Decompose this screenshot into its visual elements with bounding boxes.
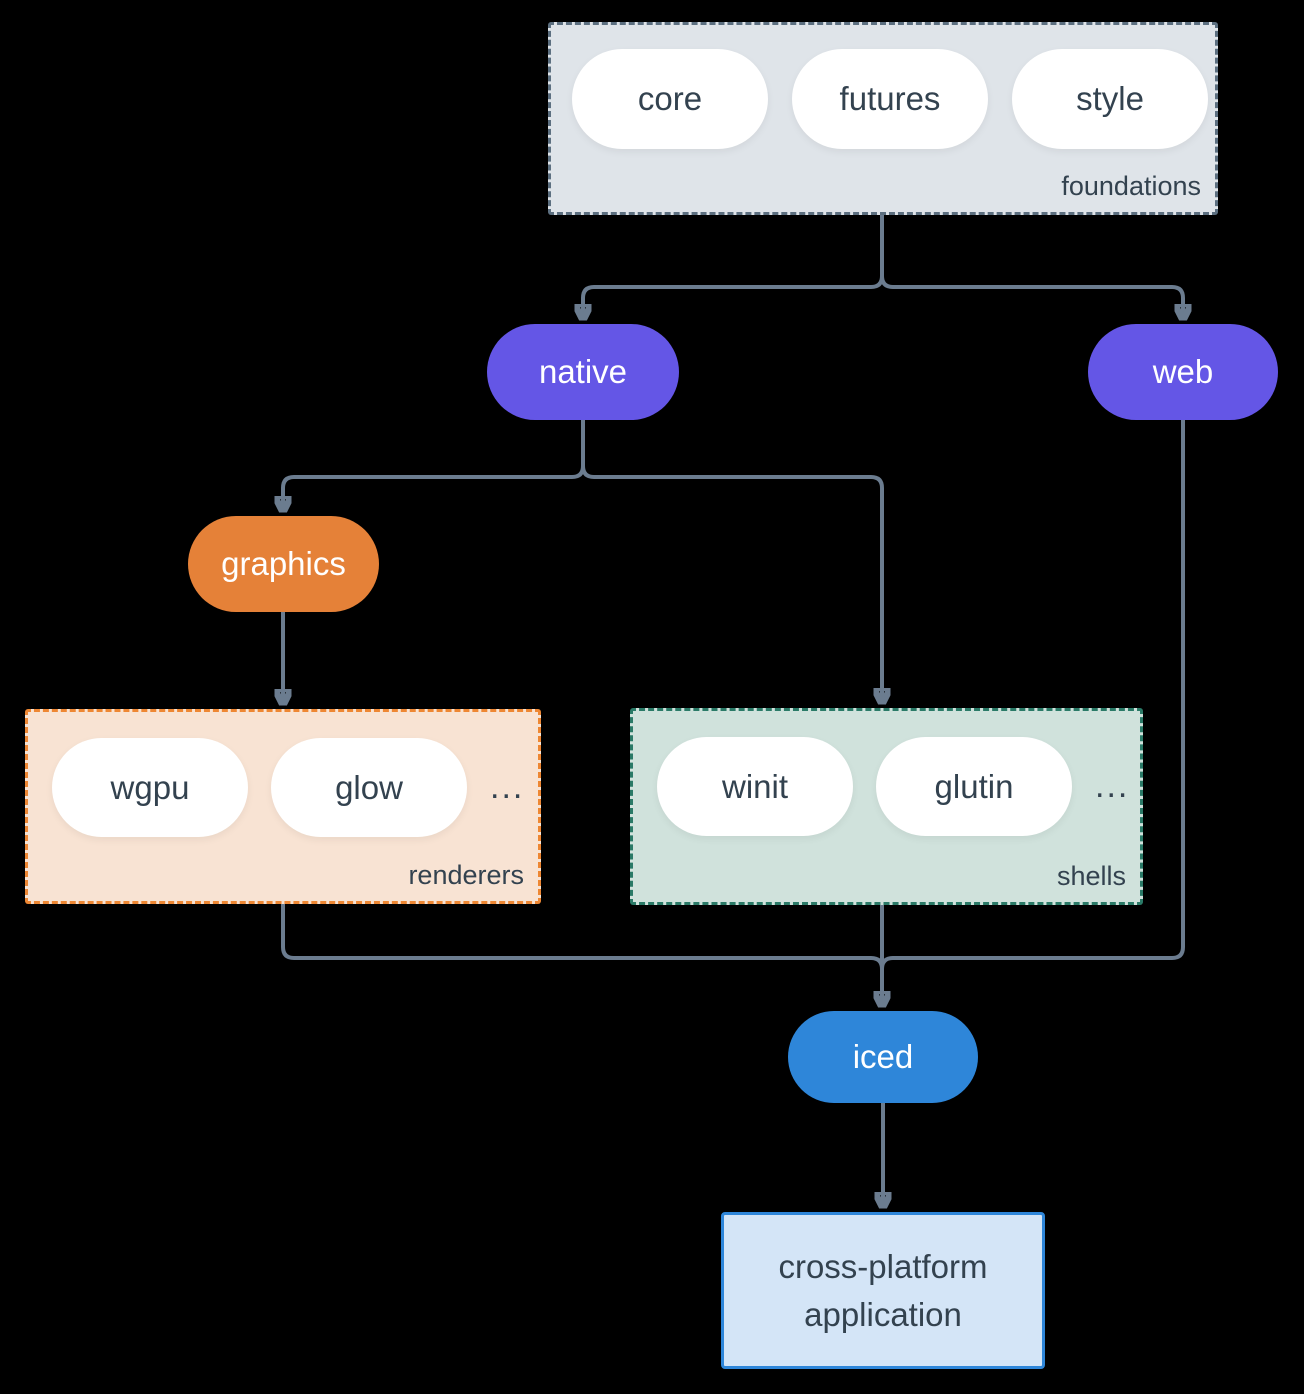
renderers-ellipsis: ... bbox=[490, 768, 525, 806]
group-shells: winit glutin ... shells bbox=[630, 708, 1143, 905]
edge-renderers-to-iced bbox=[281, 904, 884, 972]
group-shells-label: shells bbox=[1056, 861, 1126, 891]
node-wgpu-label: wgpu bbox=[110, 768, 190, 806]
node-futures-label: futures bbox=[839, 80, 941, 117]
node-native-label: native bbox=[538, 353, 628, 390]
group-foundations: core futures style foundations bbox=[548, 22, 1218, 215]
node-style-label: style bbox=[1076, 80, 1144, 117]
renderers-pill-row: wgpu glow ... bbox=[52, 738, 524, 837]
edge-native-to-shells bbox=[581, 420, 882, 698]
node-web: web bbox=[1088, 324, 1278, 420]
node-wgpu: wgpu bbox=[52, 738, 248, 837]
node-native: native bbox=[487, 324, 679, 420]
node-futures: futures bbox=[792, 49, 988, 149]
node-winit-label: winit bbox=[721, 767, 789, 805]
node-core: core bbox=[572, 49, 768, 149]
node-iced: iced bbox=[788, 1011, 978, 1103]
node-iced-label: iced bbox=[852, 1038, 914, 1075]
node-graphics: graphics bbox=[188, 516, 379, 612]
group-foundations-label: foundations bbox=[1061, 171, 1201, 201]
edge-foundations-to-web bbox=[880, 215, 1183, 314]
edge-native-to-graphics bbox=[283, 420, 585, 506]
foundations-pill-row: core futures style bbox=[572, 49, 1208, 149]
node-graphics-label: graphics bbox=[221, 545, 346, 582]
node-glutin-label: glutin bbox=[934, 767, 1014, 805]
edge-foundations-to-native bbox=[583, 215, 884, 314]
node-glow: glow bbox=[271, 738, 467, 837]
application-label-line1: cross-platform bbox=[778, 1247, 988, 1285]
node-winit: winit bbox=[657, 737, 853, 836]
node-glow-label: glow bbox=[335, 768, 403, 806]
node-style: style bbox=[1012, 49, 1208, 149]
group-renderers: wgpu glow ... renderers bbox=[25, 709, 541, 904]
shells-pill-row: winit glutin ... bbox=[657, 737, 1129, 836]
node-cross-platform-application: cross-platform application bbox=[721, 1212, 1045, 1369]
node-glutin: glutin bbox=[876, 737, 1072, 836]
node-web-label: web bbox=[1152, 353, 1214, 390]
group-renderers-label: renderers bbox=[408, 860, 524, 890]
shells-ellipsis: ... bbox=[1095, 767, 1130, 805]
node-core-label: core bbox=[637, 80, 703, 117]
application-label-line2: application bbox=[804, 1295, 962, 1333]
